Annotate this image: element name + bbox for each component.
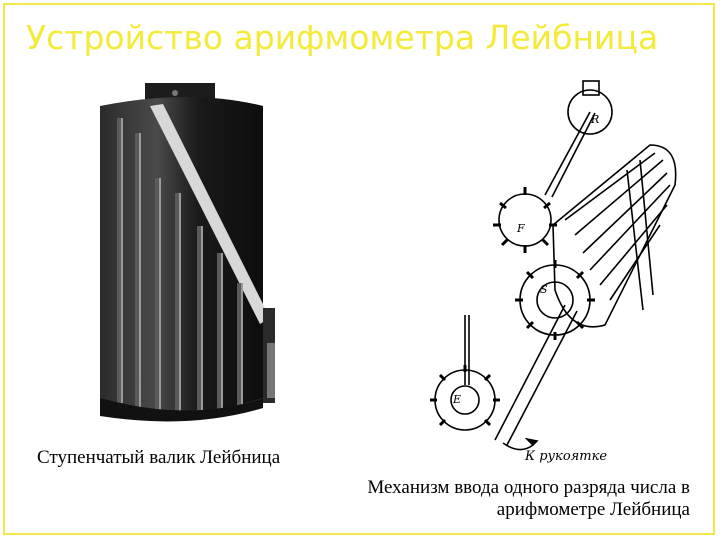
caption-mechanism: Механизм ввода одного разряда числа в ар… xyxy=(270,477,690,521)
slide-title: Устройство арифмометра Лейбница xyxy=(26,18,659,57)
caption-mechanism-line1: Механизм ввода одного разряда числа в xyxy=(367,477,690,498)
label-handle: К рукоятке xyxy=(525,449,608,464)
label-r: R xyxy=(590,113,599,126)
caption-mechanism-line2: арифмометре Лейбница xyxy=(496,499,690,520)
label-e: E xyxy=(452,393,461,406)
slide-frame xyxy=(3,3,715,535)
label-s: S xyxy=(540,283,548,296)
caption-stepped-drum: Ступенчатый валик Лейбница xyxy=(37,447,281,468)
label-f: F xyxy=(516,222,525,235)
wheel-r xyxy=(567,89,613,135)
stepped-drum-illustration xyxy=(100,83,275,422)
input-mechanism-diagram: R F S E xyxy=(430,80,677,451)
